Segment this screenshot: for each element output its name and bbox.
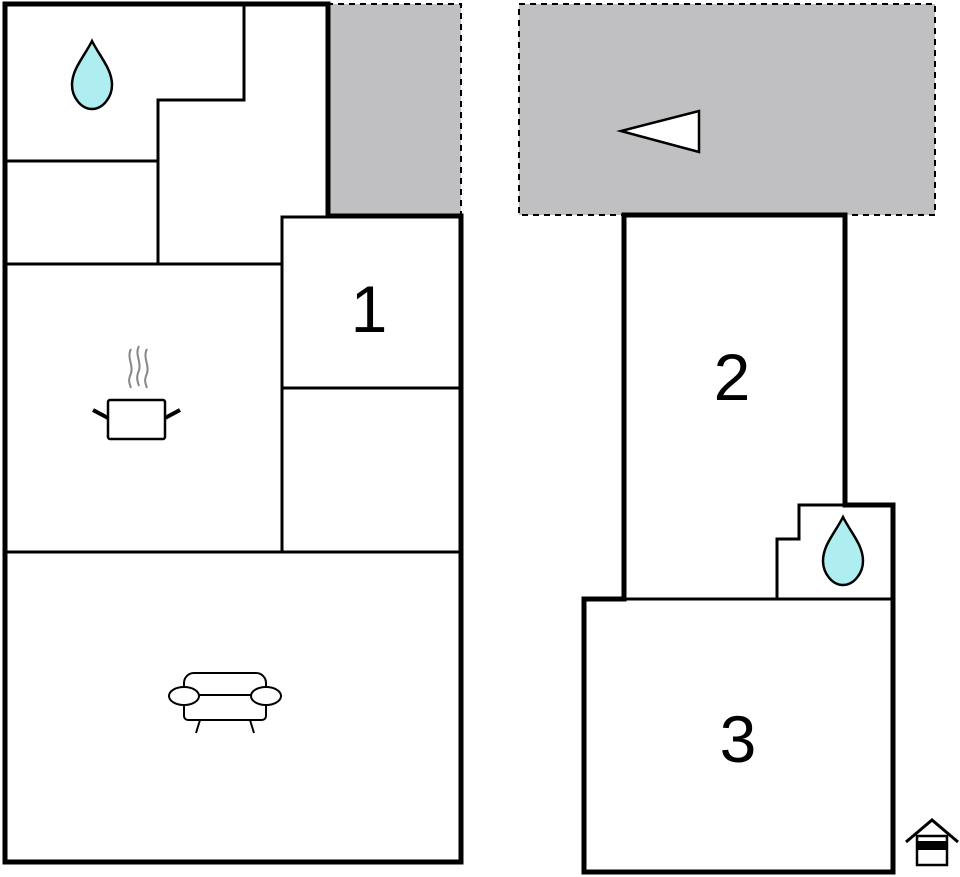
sofa-icon bbox=[168, 672, 282, 734]
floor-right-outline bbox=[581, 212, 896, 875]
floor-left-outline bbox=[2, 1, 464, 865]
room-number-3: 3 bbox=[720, 702, 757, 776]
water-drop-icon bbox=[70, 38, 114, 111]
room-number-2: 2 bbox=[714, 340, 751, 414]
floor-left bbox=[2, 1, 464, 865]
cooking-pot-icon bbox=[92, 345, 181, 441]
terrace-right bbox=[518, 3, 936, 216]
direction-arrow-icon bbox=[616, 109, 701, 154]
bathroom-wall bbox=[156, 4, 246, 264]
floor-right bbox=[581, 212, 896, 875]
bathroom-2-wall bbox=[775, 503, 845, 599]
water-drop-icon bbox=[821, 514, 865, 587]
terrace-left bbox=[326, 3, 462, 217]
room-number-1: 1 bbox=[351, 272, 388, 346]
house-entrance-icon bbox=[905, 818, 959, 867]
room-1-wall bbox=[280, 215, 328, 552]
